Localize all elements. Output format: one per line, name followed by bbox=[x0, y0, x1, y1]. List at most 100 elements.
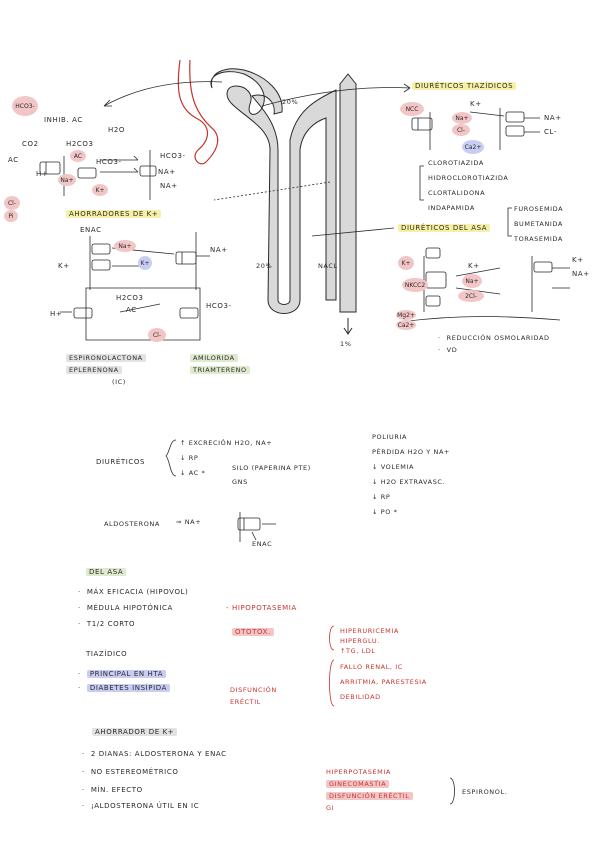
hco3-right-label: HCO3- bbox=[160, 152, 186, 160]
k-circle: K+ bbox=[92, 184, 108, 196]
drug-bumetanida: BUMETANIDA bbox=[514, 220, 563, 228]
enac-channel bbox=[237, 512, 276, 542]
k-tiaz: K+ bbox=[470, 100, 482, 108]
arrow-to-tiazidico bbox=[261, 87, 411, 107]
pct-1-label: 1% bbox=[340, 340, 352, 348]
arrow-to-proximal bbox=[103, 81, 223, 107]
dct-cell bbox=[411, 108, 540, 201]
gns-label: GNS bbox=[232, 478, 248, 486]
na-asa-b: Na+ bbox=[572, 270, 590, 278]
asa-bullet-vd: VD bbox=[438, 346, 457, 354]
drug-indapamida: INDAPAMIDA bbox=[428, 204, 475, 212]
ca-circle-tiaz: Ca2+ bbox=[462, 140, 484, 154]
nkcc2-circle: NKCC2 bbox=[402, 278, 428, 292]
h-plus-label: H+ bbox=[36, 170, 49, 178]
drug-hidroclorotiazida: HIDROCLOROTIAZIDA bbox=[428, 174, 509, 182]
asa-item-max: MÁX EFICACIA (HIPOVOL) bbox=[78, 588, 188, 596]
drug-ic: (IC) bbox=[112, 378, 126, 386]
two-cl-circle: 2Cl- bbox=[458, 290, 484, 302]
k-left-ahorr: K+ bbox=[58, 262, 70, 270]
ncc-circle: NCC bbox=[400, 102, 424, 116]
drug-espironolactona: ESPIRONOLACTONA bbox=[66, 354, 146, 362]
pct-20b-label: 20% bbox=[256, 262, 273, 270]
hco3-ahorr: HCO3- bbox=[206, 302, 232, 310]
arrow-to-ahorradores bbox=[213, 181, 331, 201]
h2co3-ahorr: H2CO3 bbox=[116, 294, 144, 302]
ahorrador-side-gineco: GINECOMASTIA bbox=[326, 780, 390, 788]
ahorrador-side-gi: GI bbox=[326, 804, 335, 812]
cl-right-tiaz: Cl- bbox=[544, 128, 557, 136]
ahorrador-title: AHORRADOR DE K+ bbox=[92, 728, 178, 736]
na-circle-tiaz: Na+ bbox=[452, 112, 472, 124]
diureticos-effects: ↑ EXCRECIÓN H2O, Na+ ↓ RP ↓ AC * bbox=[180, 439, 273, 477]
na-right-tiaz: Na+ bbox=[544, 114, 562, 122]
cl-circle-tiaz: Cl- bbox=[452, 124, 470, 136]
ahorrador-item-dianas: 2 DIANAS: ALDOSTERONA Y ENAC bbox=[82, 750, 227, 758]
na-circle: Na+ bbox=[58, 174, 76, 186]
arrow-to-asa bbox=[311, 227, 395, 237]
del-asa-title: DEL ASA bbox=[86, 568, 127, 576]
na-right-label: Na+ bbox=[158, 168, 176, 176]
pct-20-label: 20% bbox=[282, 98, 299, 106]
asa-side-effects-1: HIPERURICEMIA HIPERGLU. ↑TG, LDL bbox=[340, 627, 399, 655]
espironol-label: ESPIRONOL. bbox=[462, 788, 508, 796]
tiazidicos-drug-list: CLOROTIAZIDA HIDROCLOROTIAZIDA CLORTALID… bbox=[428, 156, 508, 216]
k-circle-ahorr: K+ bbox=[138, 256, 152, 270]
na-circle-ahorr: Na+ bbox=[114, 240, 136, 252]
asa-item-medula: MÉDULA HIPOTÓNICA bbox=[78, 604, 173, 612]
k-asa-right: K+ bbox=[572, 256, 584, 264]
drug-furosemida: FUROSEMIDA bbox=[514, 205, 564, 213]
silo-label: SILO (PAPERINA PTE) bbox=[232, 464, 311, 472]
brace-asa-side2 bbox=[329, 659, 335, 707]
collecting-duct bbox=[339, 73, 357, 313]
tiazidico-disfuncion: DISFUNCIÓN ERÉCTIL bbox=[230, 686, 277, 706]
diureticos-consequences: POLIURIA PÉRDIDA H2O Y Na+ ↓ VOLEMIA ↓ H… bbox=[372, 433, 451, 516]
tiazidico-title: TIAZÍDICO bbox=[86, 650, 128, 658]
proximal-cell bbox=[39, 150, 157, 200]
aldosterona-arrow: ⇒ Na+ bbox=[176, 518, 202, 526]
ac-circle: AC bbox=[70, 150, 86, 162]
collecting-cell bbox=[60, 232, 210, 341]
ahorrador-side-hiperk: HIPERPOTASEMIA bbox=[326, 768, 391, 776]
k-circle-asa: K+ bbox=[398, 256, 414, 270]
na-right2-label: Na+ bbox=[160, 182, 178, 190]
asa-side-effects-2: FALLO RENAL, IC ARRITMIA, PARESTESIA DEB… bbox=[340, 663, 427, 701]
cl-circle-ahorr: Cl- bbox=[148, 328, 166, 342]
ac-ahorr: AC bbox=[126, 306, 137, 314]
brace-diureticos bbox=[165, 439, 177, 477]
pi-circle: Pi bbox=[4, 210, 18, 222]
drug-eplerenona: EPLERENONA bbox=[66, 366, 122, 374]
ahorrador-item-ic: ¡ALDOSTERONA ÚTIL EN IC bbox=[82, 802, 199, 810]
aldosterona-label: ALDOSTERONA bbox=[104, 520, 160, 528]
h2co3-label: H2CO3 bbox=[66, 140, 94, 148]
drug-torasemida: TORASEMIDA bbox=[514, 235, 563, 243]
inhib-ac-label: INHIB. AC bbox=[44, 116, 83, 124]
ahorradores-title: AHORRADORES DE K+ bbox=[66, 210, 162, 218]
k-asa-b: K+ bbox=[468, 262, 480, 270]
tiazidico-item-diabetes: DIABETES INSÍPIDA bbox=[78, 684, 171, 692]
asa-title: DIURÉTICOS DEL ASA bbox=[398, 224, 491, 232]
ahorrador-item-estereo: NO ESTEREOMÉTRICO bbox=[82, 768, 178, 776]
mg-circle: Mg2+ bbox=[396, 310, 416, 320]
enac-small-label: ENAC bbox=[252, 540, 273, 548]
nacl-label: NaCl bbox=[318, 262, 338, 270]
tiazidicos-title: DIURÉTICOS TIAZÍDICOS bbox=[412, 82, 517, 90]
hco3-circle: HCO3- bbox=[12, 96, 38, 116]
drug-amilorida: AMILORIDA bbox=[190, 354, 238, 362]
drug-clortalidona: CLORTALIDONA bbox=[428, 189, 486, 197]
ahorrador-item-efecto: MÍN. EFECTO bbox=[82, 786, 143, 794]
drug-clorotiazida: CLOROTIAZIDA bbox=[428, 159, 484, 167]
na-circle-asa: Na+ bbox=[462, 274, 482, 288]
brace-asa-side bbox=[329, 625, 335, 651]
na-right-ahorr: Na+ bbox=[210, 246, 228, 254]
enac-label: ENAC bbox=[80, 226, 102, 234]
brace-espironol bbox=[449, 777, 455, 805]
diureticos-label: DIURÉTICOS bbox=[96, 458, 146, 466]
blood-vessel bbox=[177, 59, 219, 165]
ca-circle-asa: Ca2+ bbox=[396, 320, 416, 330]
cl-circle: Cl- bbox=[4, 196, 20, 210]
hco3-mid-label: HCO3- bbox=[96, 158, 122, 166]
asa-item-t12: t1/2 CORTO bbox=[78, 620, 135, 628]
h2o-label: H2O bbox=[108, 126, 126, 134]
